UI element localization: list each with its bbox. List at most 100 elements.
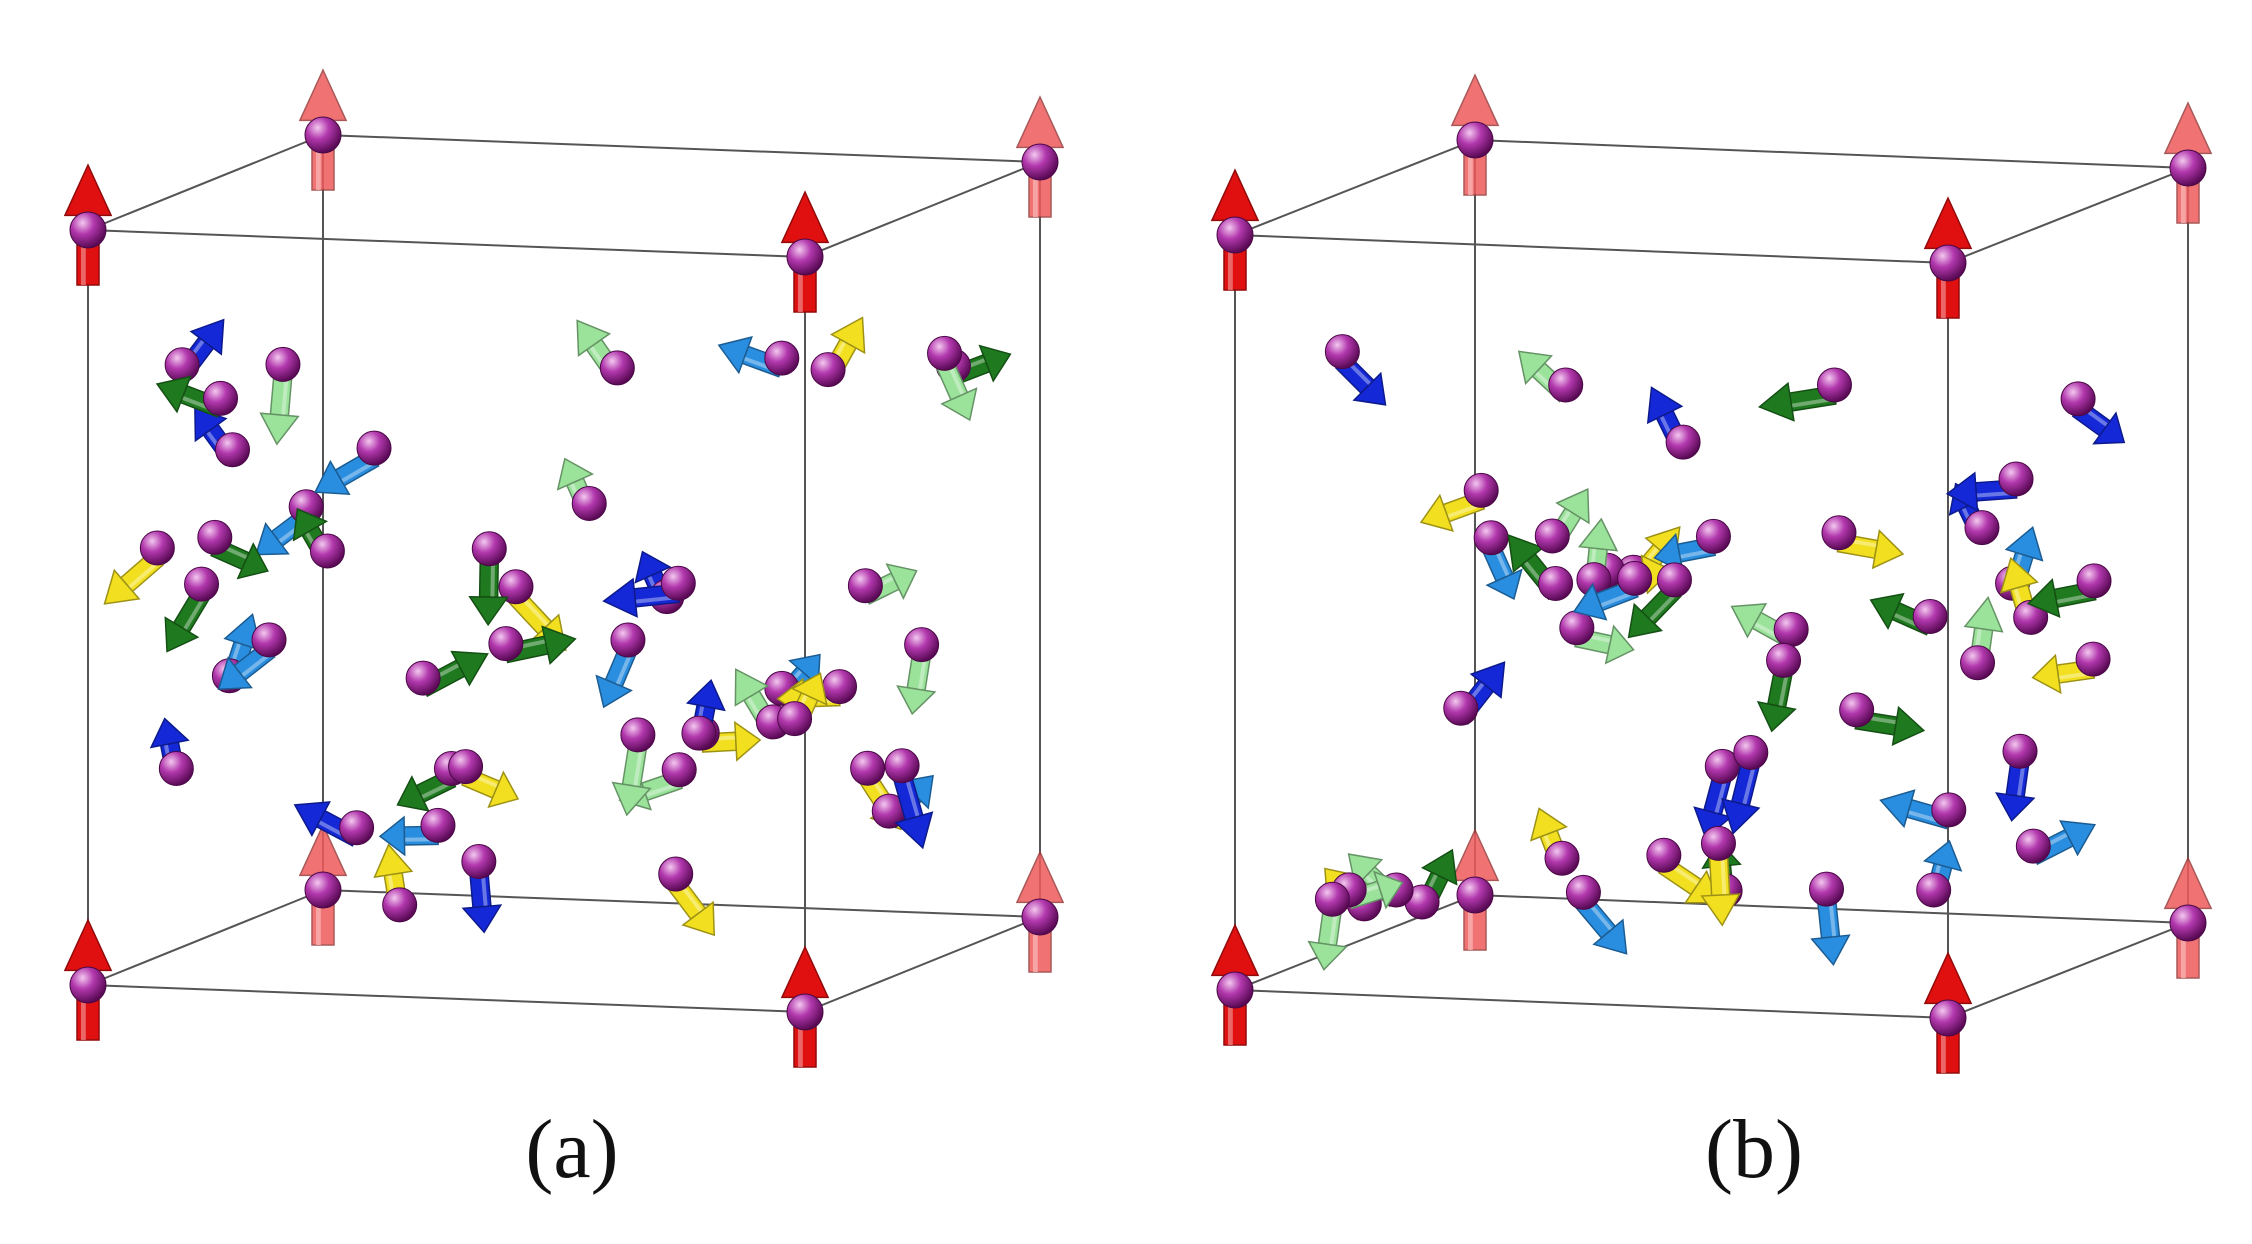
arrow-head — [450, 650, 489, 687]
spin-arrow — [1721, 759, 1761, 835]
arrow-head — [1210, 168, 1260, 222]
atom-sphere — [850, 750, 886, 786]
arrow-head — [298, 68, 348, 122]
arrow-shaft-highlight — [1227, 975, 1233, 1045]
cell-edge — [87, 889, 324, 986]
atom-sphere — [461, 844, 497, 880]
atom-sphere — [1839, 692, 1875, 728]
arrow-head — [103, 568, 141, 605]
atom-sphere — [1773, 611, 1809, 647]
arrow-shaft-highlight — [1742, 762, 1757, 805]
arrow-head — [734, 668, 770, 707]
arrow-shaft-highlight — [80, 970, 86, 1040]
atom-sphere — [1912, 598, 1948, 634]
cell-edge — [87, 984, 806, 1013]
arrow-shaft-highlight — [2016, 761, 2026, 797]
spin-arrow — [1836, 529, 1905, 570]
atom-sphere — [488, 626, 524, 662]
spin-arrow — [259, 372, 300, 446]
panel-a-caption: (a) — [525, 1103, 619, 1196]
arrow-head — [1421, 848, 1458, 886]
cell-edge — [804, 161, 1041, 258]
atom-sphere — [822, 669, 858, 705]
arrow-head — [1507, 534, 1545, 573]
spin-arrow — [1700, 852, 1741, 927]
arrow-head — [1555, 488, 1590, 525]
atom-sphere — [620, 717, 656, 753]
atom-sphere — [1733, 734, 1769, 770]
arrow-shaft-highlight — [340, 459, 377, 483]
arrow-shaft-highlight — [1329, 909, 1339, 946]
atom-sphere — [1456, 876, 1494, 914]
arrow-head — [2163, 101, 2213, 155]
arrow-head — [2031, 653, 2062, 695]
arrow-shaft-highlight — [917, 654, 928, 690]
atom-sphere — [1314, 881, 1350, 917]
arrow-head — [1999, 556, 2039, 594]
arrow-head — [681, 900, 716, 937]
spin-arrow — [611, 742, 652, 817]
atom-sphere — [304, 116, 342, 154]
atom-sphere — [1916, 872, 1952, 908]
spin-arrow — [1810, 897, 1851, 967]
spin-arrow — [1307, 907, 1348, 971]
atom-sphere — [661, 752, 697, 788]
atom-sphere — [1021, 898, 1059, 936]
panel-b — [1210, 73, 2213, 1074]
atom-sphere — [164, 347, 200, 383]
arrow-head — [611, 781, 652, 817]
cell-edge — [1234, 139, 1476, 236]
arrow-head — [1963, 595, 2004, 633]
arrow-head — [1529, 807, 1568, 842]
arrow-head — [1577, 517, 1619, 552]
atom-sphere — [356, 430, 392, 466]
atom-sphere — [2075, 641, 2111, 677]
spin-arrow — [1995, 759, 2036, 822]
arrow-shaft-highlight — [1032, 147, 1038, 217]
atom-sphere — [786, 993, 824, 1031]
arrow-head — [1923, 951, 1973, 1005]
arrow-head — [602, 577, 638, 618]
arrow-head — [1869, 592, 1905, 631]
arrow-head — [1721, 797, 1761, 835]
arrow-head — [1810, 934, 1851, 967]
arrow-head — [885, 563, 918, 600]
atom-sphere — [251, 622, 287, 658]
arrow-head — [1604, 624, 1635, 665]
atom-sphere — [304, 871, 342, 909]
arrow-head — [217, 656, 253, 691]
arrow-shaft-highlight — [1649, 591, 1679, 622]
arrow-head — [2059, 820, 2097, 857]
atom-sphere — [1456, 121, 1494, 159]
arrow-shaft-highlight — [1227, 220, 1233, 290]
arrow-head — [790, 672, 828, 706]
cell-edge — [1947, 922, 2189, 1019]
atom-sphere — [1548, 367, 1584, 403]
atom-sphere — [764, 340, 800, 376]
atom-sphere — [904, 627, 940, 663]
arrow-head — [1210, 923, 1260, 977]
arrow-head — [236, 542, 269, 580]
atom-sphere — [69, 966, 107, 1004]
atom-sphere — [1646, 837, 1682, 873]
arrow-shaft-highlight — [183, 595, 207, 631]
atom-sphere — [2002, 733, 2038, 769]
atom-sphere — [2076, 563, 2112, 599]
atom-sphere — [2015, 828, 2051, 864]
arrow-head — [1015, 95, 1065, 149]
arrow-head — [1352, 371, 1387, 406]
atom-sphere — [2169, 149, 2207, 187]
arrow-head — [1871, 529, 1905, 570]
cell-edge — [1234, 234, 1949, 264]
arrow-shaft-highlight — [797, 242, 803, 312]
arrow-head — [1756, 700, 1797, 733]
cell-edge — [87, 134, 324, 231]
atom-sphere — [571, 486, 607, 522]
atom-sphere — [448, 749, 484, 785]
atom-sphere — [309, 533, 345, 569]
arrow-shaft-highlight — [480, 871, 488, 907]
arrow-head — [1469, 661, 1506, 699]
atom-sphere — [203, 380, 239, 416]
arrow-head — [576, 319, 612, 357]
